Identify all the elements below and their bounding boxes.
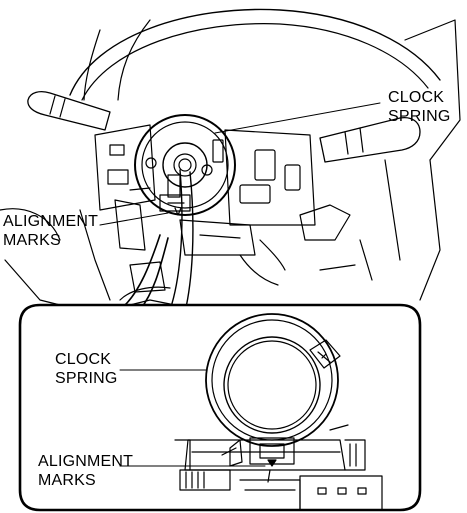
- label-top-alignment-marks-line2: MARKS: [3, 232, 61, 249]
- leader-lines: [99, 102, 381, 467]
- label-inset-clock-spring: CLOCK SPRING: [55, 350, 118, 388]
- leader-top-alignment-marks: [99, 212, 169, 226]
- label-top-alignment-marks: ALIGNMENT MARKS: [3, 212, 98, 250]
- label-top-clock-spring: CLOCK SPRING: [388, 88, 451, 126]
- label-inset-clock-spring-line2: SPRING: [55, 370, 118, 387]
- label-top-clock-spring-line1: CLOCK: [388, 89, 445, 106]
- steering-column-illustration: [0, 8, 461, 313]
- label-inset-alignment-marks-line2: MARKS: [38, 472, 96, 489]
- label-inset-alignment-marks: ALIGNMENT MARKS: [38, 452, 133, 490]
- leader-top-clock-spring: [214, 102, 381, 134]
- label-top-alignment-marks-line1: ALIGNMENT: [3, 213, 99, 230]
- label-inset-clock-spring-line1: CLOCK: [55, 351, 112, 368]
- label-inset-alignment-marks-line1: ALIGNMENT: [38, 453, 134, 470]
- label-top-clock-spring-line2: SPRING: [388, 108, 451, 125]
- inset-panel: [18, 303, 422, 512]
